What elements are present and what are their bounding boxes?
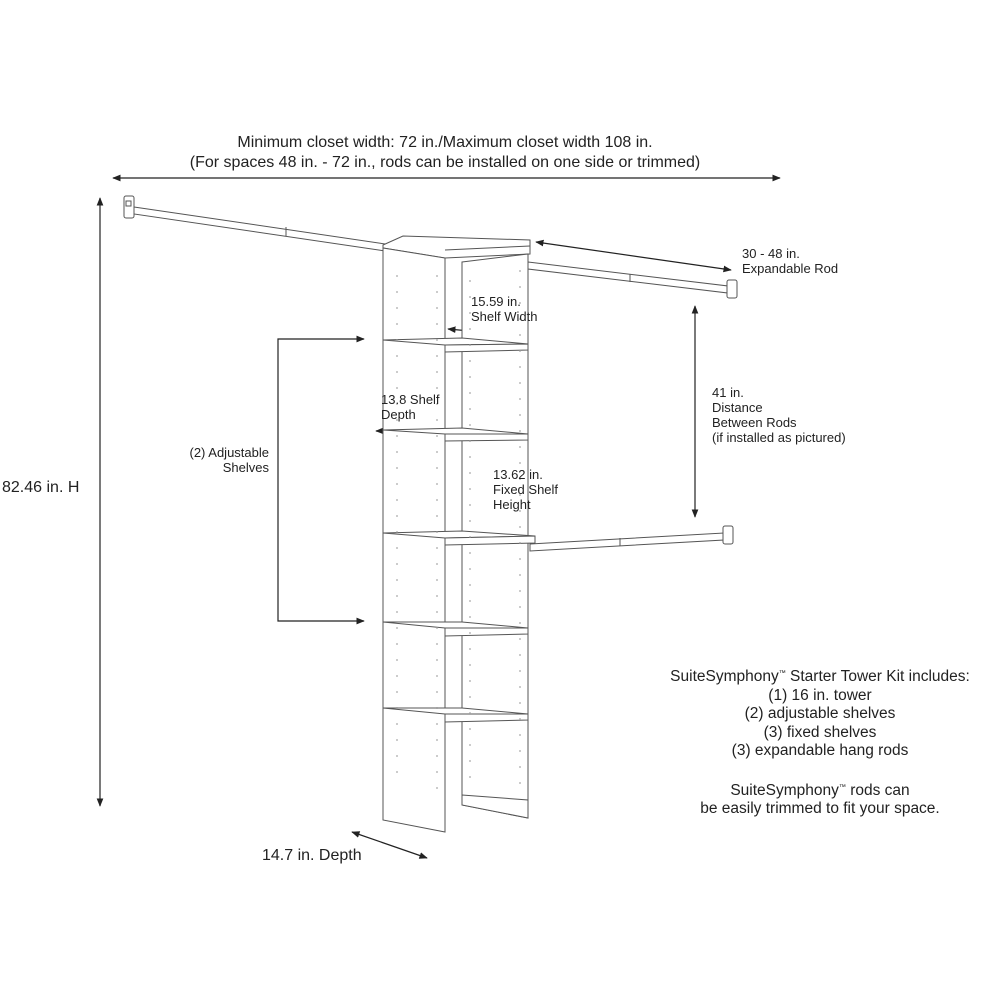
closet-width-line2: (For spaces 48 in. - 72 in., rods can be… — [189, 154, 701, 171]
fixed-line1: 13.62 in. — [493, 467, 543, 482]
tower-depth-label: 14.7 in. Depth — [262, 847, 362, 864]
kit-note-line1: SuiteSymphony™ rods can — [630, 779, 1000, 801]
tower-depth-arrow — [351, 831, 428, 859]
shelf-width-line1: 15.59 in. — [471, 294, 521, 309]
shelf-depth-line1: 13.8 Shelf — [381, 392, 440, 407]
lower-right-rod — [529, 525, 734, 552]
adjustable-shelves-bracket — [277, 335, 365, 625]
fixed-line2: Fixed Shelf — [493, 482, 559, 497]
closet-width-line1: Minimum closet width: 72 in./Maximum clo… — [237, 134, 653, 151]
kit-heading: SuiteSymphony™ Starter Tower Kit include… — [630, 665, 1000, 687]
kit-item: (2) adjustable shelves — [744, 705, 896, 723]
fixed-shelf-height-label: 13.62 in. Fixed Shelf Height — [493, 467, 558, 512]
shelf-width-label: 15.59 in. Shelf Width — [471, 294, 537, 324]
kit-note-tm: ™ — [838, 783, 846, 791]
kit-contents: SuiteSymphony™ Starter Tower Kit include… — [630, 665, 1000, 819]
distance-line2: Distance — [712, 400, 763, 415]
height-label: 82.46 in. H — [2, 479, 80, 496]
closet-width-title: Minimum closet width: 72 in./Maximum clo… — [100, 133, 790, 173]
rod-length-line1: 30 - 48 in. — [742, 246, 800, 261]
kit-heading-rest: Starter Tower Kit includes: — [785, 668, 970, 686]
kit-item: (3) expandable hang rods — [731, 742, 909, 760]
adjustable-line2: Shelves — [222, 460, 269, 475]
kit-item: (1) 16 in. tower — [768, 686, 872, 704]
shelf-depth-label: 13.8 Shelf Depth — [381, 392, 440, 422]
fixed-line3: Height — [493, 497, 531, 512]
rod-distance-label: 41 in. Distance Between Rods (if install… — [712, 385, 846, 445]
rod-length-line2: Expandable Rod — [742, 261, 839, 276]
kit-note-rest: rods can — [850, 781, 910, 799]
rod-length-label: 30 - 48 in. Expandable Rod — [742, 246, 838, 276]
shelf-depth-line2: Depth — [381, 407, 416, 422]
distance-line4: (if installed as pictured) — [712, 430, 846, 445]
upper-left-rod — [123, 195, 441, 260]
distance-line3: Between Rods — [712, 415, 797, 430]
upper-right-rod — [527, 261, 738, 299]
closet-tower — [382, 235, 536, 833]
kit-tm: ™ — [778, 670, 786, 677]
kit-note-brand: SuiteSymphony — [730, 781, 839, 799]
shelf-width-line2: Shelf Width — [471, 309, 538, 324]
distance-line1: 41 in. — [712, 385, 744, 400]
rod-length-arrow — [535, 239, 732, 273]
kit-note-line2: be easily trimmed to fit your space. — [700, 800, 940, 818]
kit-brand: SuiteSymphony — [670, 668, 779, 686]
kit-item: (3) fixed shelves — [763, 723, 877, 741]
adjustable-shelves-label: (2) Adjustable Shelves — [150, 445, 270, 475]
adjustable-line1: (2) Adjustable — [189, 445, 270, 460]
